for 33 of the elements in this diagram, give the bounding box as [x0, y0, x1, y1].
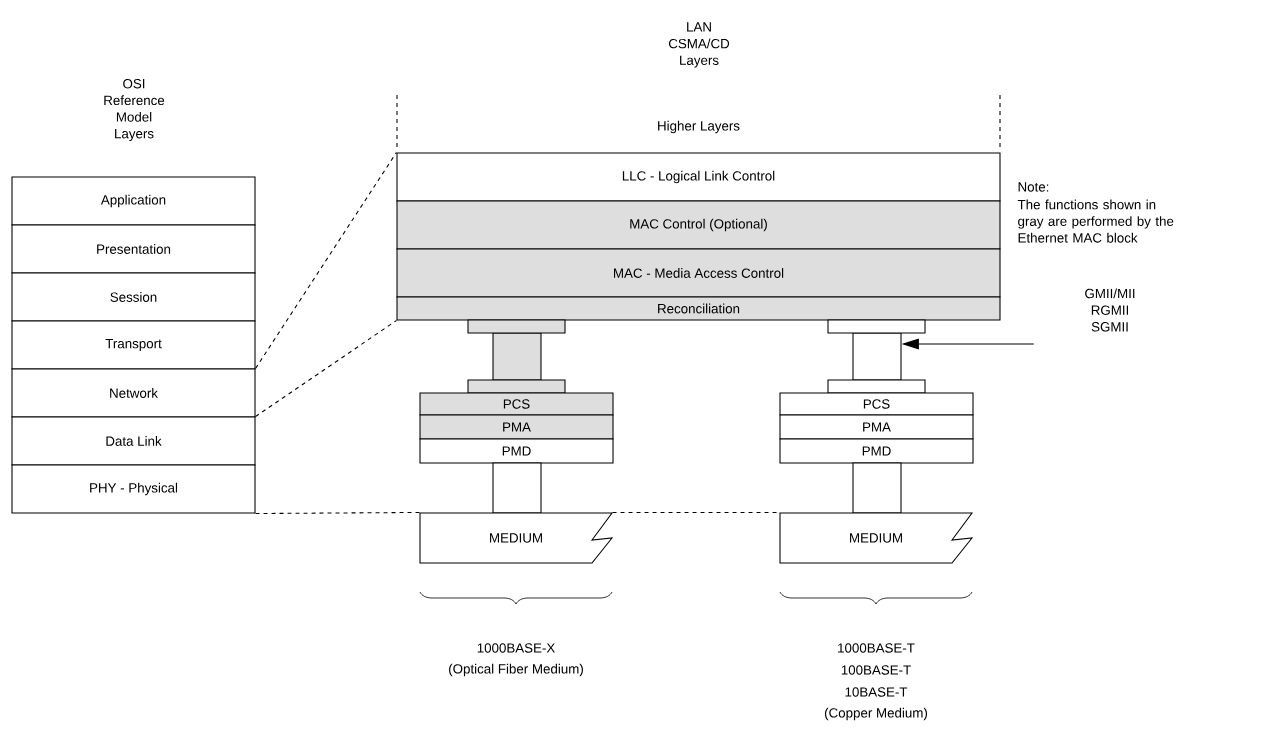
- dashed-line: [255, 151, 397, 369]
- caption-text: (Copper Medium): [824, 707, 927, 721]
- layer-heading: OSI Reference Model Layers: [104, 78, 165, 141]
- layer-box: Session: [11, 272, 256, 322]
- sublayer-box: PMA: [779, 414, 974, 440]
- interface-connector: [467, 319, 566, 394]
- layer-box: LLC - Logical Link Control: [396, 152, 1001, 202]
- layer-box: PHY - Physical: [11, 464, 256, 514]
- layer-box: Transport: [11, 320, 256, 370]
- layer-box: Application: [11, 176, 256, 226]
- dashed-line: [255, 511, 420, 515]
- interface-label: GMII/MII RGMII SGMII: [1085, 288, 1135, 332]
- note-text: The functions shown in gray are performed by the Ethernet MAC block: [1017, 199, 1174, 243]
- medium-connector: [852, 462, 902, 514]
- medium-connector: [492, 462, 542, 514]
- interface-pillar: [827, 319, 926, 394]
- dashed-line: [612, 511, 780, 513]
- caption-text: 1000BASE-T: [838, 643, 915, 653]
- note-text: Note:: [1018, 182, 1049, 192]
- sublayer-box: PMA: [419, 414, 614, 440]
- layer-box: Presentation: [11, 224, 256, 274]
- caption-text: 10BASE-T: [845, 687, 908, 697]
- layer-box: MAC Control (Optional): [396, 200, 1001, 250]
- sublayer-box: PMD: [779, 438, 974, 464]
- layer-box: Network: [11, 368, 256, 418]
- caption-text: 1000BASE-X: [477, 643, 555, 653]
- dashed-line: [255, 320, 397, 417]
- sublayer-box: PMD: [419, 438, 614, 464]
- layer-band: Higher Layers: [396, 94, 1001, 151]
- caption-text: 100BASE-T: [841, 665, 911, 675]
- caption-text: (Optical Fiber Medium): [449, 663, 583, 677]
- layer-box: Data Link: [11, 416, 256, 466]
- layer-heading: LAN CSMA/CD Layers: [668, 22, 730, 68]
